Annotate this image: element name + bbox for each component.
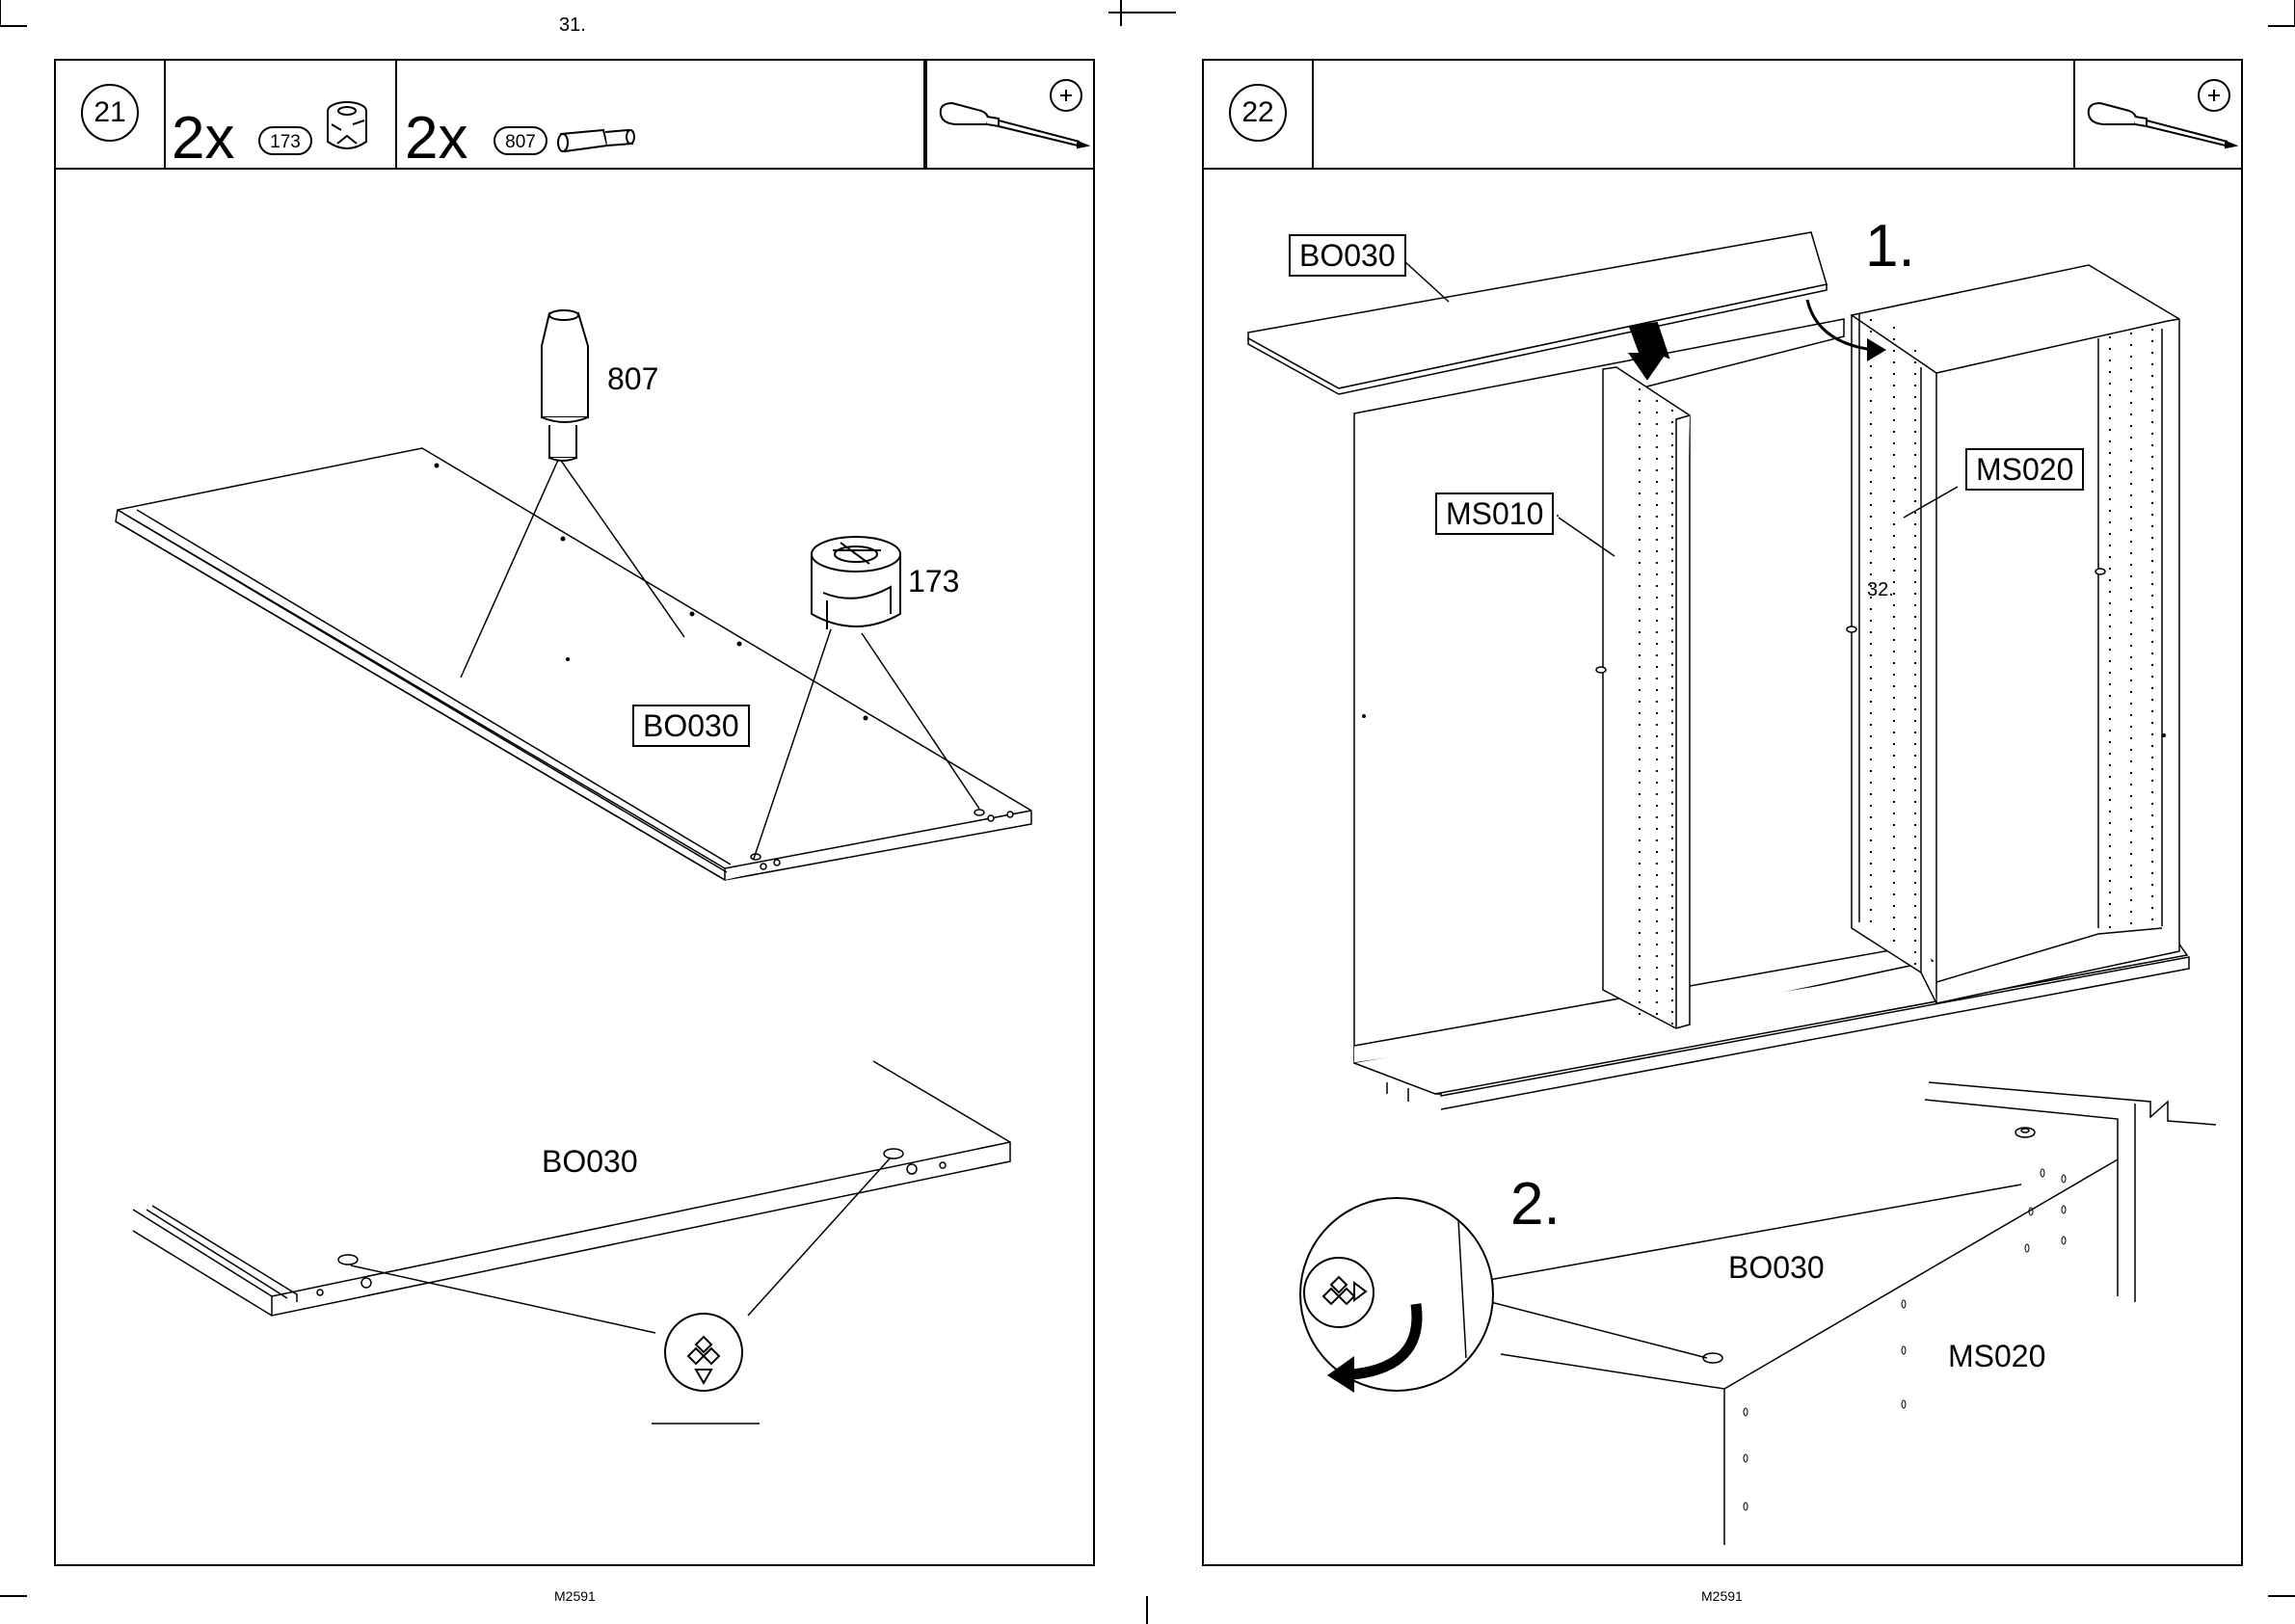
side-panel-ms020-label: MS020 [1965, 448, 2084, 491]
footer-code: M2591 [554, 1588, 596, 1604]
frame-assembly-drawing [1204, 61, 2245, 1568]
side-panel-detail-label: MS020 [1948, 1339, 2045, 1373]
footer-code: M2591 [1701, 1588, 1743, 1604]
page-number: 31. [559, 14, 586, 37]
page-reference: 32. [1867, 579, 1894, 601]
board-label-detail: BO030 [1728, 1250, 1825, 1285]
board-assembly-drawing [56, 61, 1097, 1568]
step-21-panel: 21 2x 173 2x 807 [54, 59, 1095, 1566]
side-panel-ms010-label: MS010 [1435, 493, 1554, 535]
dowel-part-label: 807 [607, 361, 658, 396]
sub-step-1: 1. [1865, 217, 1915, 277]
board-label-detail: BO030 [542, 1144, 638, 1179]
board-label-boxed: BO030 [632, 705, 750, 747]
board-label-boxed: BO030 [1289, 234, 1406, 277]
sub-step-2: 2. [1510, 1175, 1561, 1235]
step-22-panel: 22 [1202, 59, 2243, 1566]
cam-part-label: 173 [908, 564, 959, 599]
